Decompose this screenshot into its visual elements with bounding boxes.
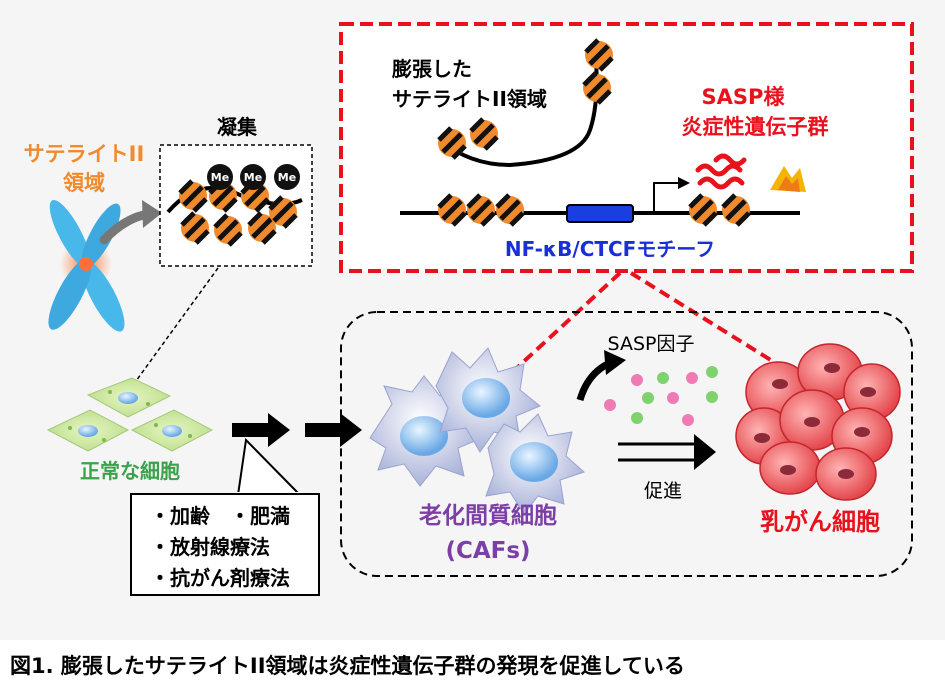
highlight-box [339,22,914,273]
flame-icon [770,166,806,192]
methyl-label: Me [211,171,229,184]
expanded-region-line2: サテライトII領域 [392,87,547,111]
arrowhead-icon [142,200,162,228]
dna-strand [400,177,800,225]
caf-cells [369,347,585,515]
breast-cancer-cells [735,343,901,501]
sasp-factor-dots [604,366,718,426]
arrow-icon [305,413,362,447]
promoter-arrow-icon [653,182,680,213]
normal-cell-label: 正常な細胞 [80,459,180,483]
normal-cells [46,377,214,452]
diagram-canvas: サテライトII 領域 凝集 Me Me Me 膨張した サテライトII領域 SA… [24,22,914,577]
satellite-region-line2: 領域 [63,171,105,195]
expanded-chromatin [438,40,613,168]
arrow-icon [232,413,290,447]
caf-label-line2: (CAFs) [445,538,530,564]
risk-factor-item: ・抗がん剤療法 [150,566,290,590]
methyl-label: Me [244,171,262,184]
risk-factor-item: ・放射線療法 [150,535,270,559]
satellite-region-label: サテライトII 領域 [24,142,145,195]
risk-factor-item: ・加齢 ・肥満 [150,504,290,528]
satellite-region-line1: サテライトII [24,142,145,166]
aggregated-nucleosomes [166,164,303,245]
promote-label: 促進 [644,480,682,502]
callout-pointer [236,437,303,496]
sasp-genes-line1: SASP様 [702,85,786,109]
methyl-label: Me [278,171,296,184]
chromosome-icon [48,200,125,332]
microenvironment-box [340,311,913,577]
sasp-genes-line2: 炎症性遺伝子群 [682,115,829,139]
caf-label-line1: 老化間質細胞 [418,502,557,529]
figure-caption: 図1. 膨張したサテライトII領域は炎症性遺伝子群の発現を促進している [10,654,685,678]
link-line-cancer [629,271,792,374]
motif-block [566,204,634,223]
methyl-marks [207,164,300,190]
breast-cancer-label: 乳がん細胞 [760,508,880,536]
risk-factor-box: ・加齢 ・肥満 ・放射線療法 ・抗がん剤療法 [130,493,320,596]
expanded-region-line1: 膨張した [391,57,472,81]
motif-label: NF-κB/CTCFモチーフ [505,237,715,261]
promote-arrow-icon [618,434,716,470]
leader-line [127,267,219,393]
transcript-wave-icon [695,153,747,190]
aggregation-label: 凝集 [217,115,258,139]
sasp-factor-label: SASP因子 [608,333,695,355]
